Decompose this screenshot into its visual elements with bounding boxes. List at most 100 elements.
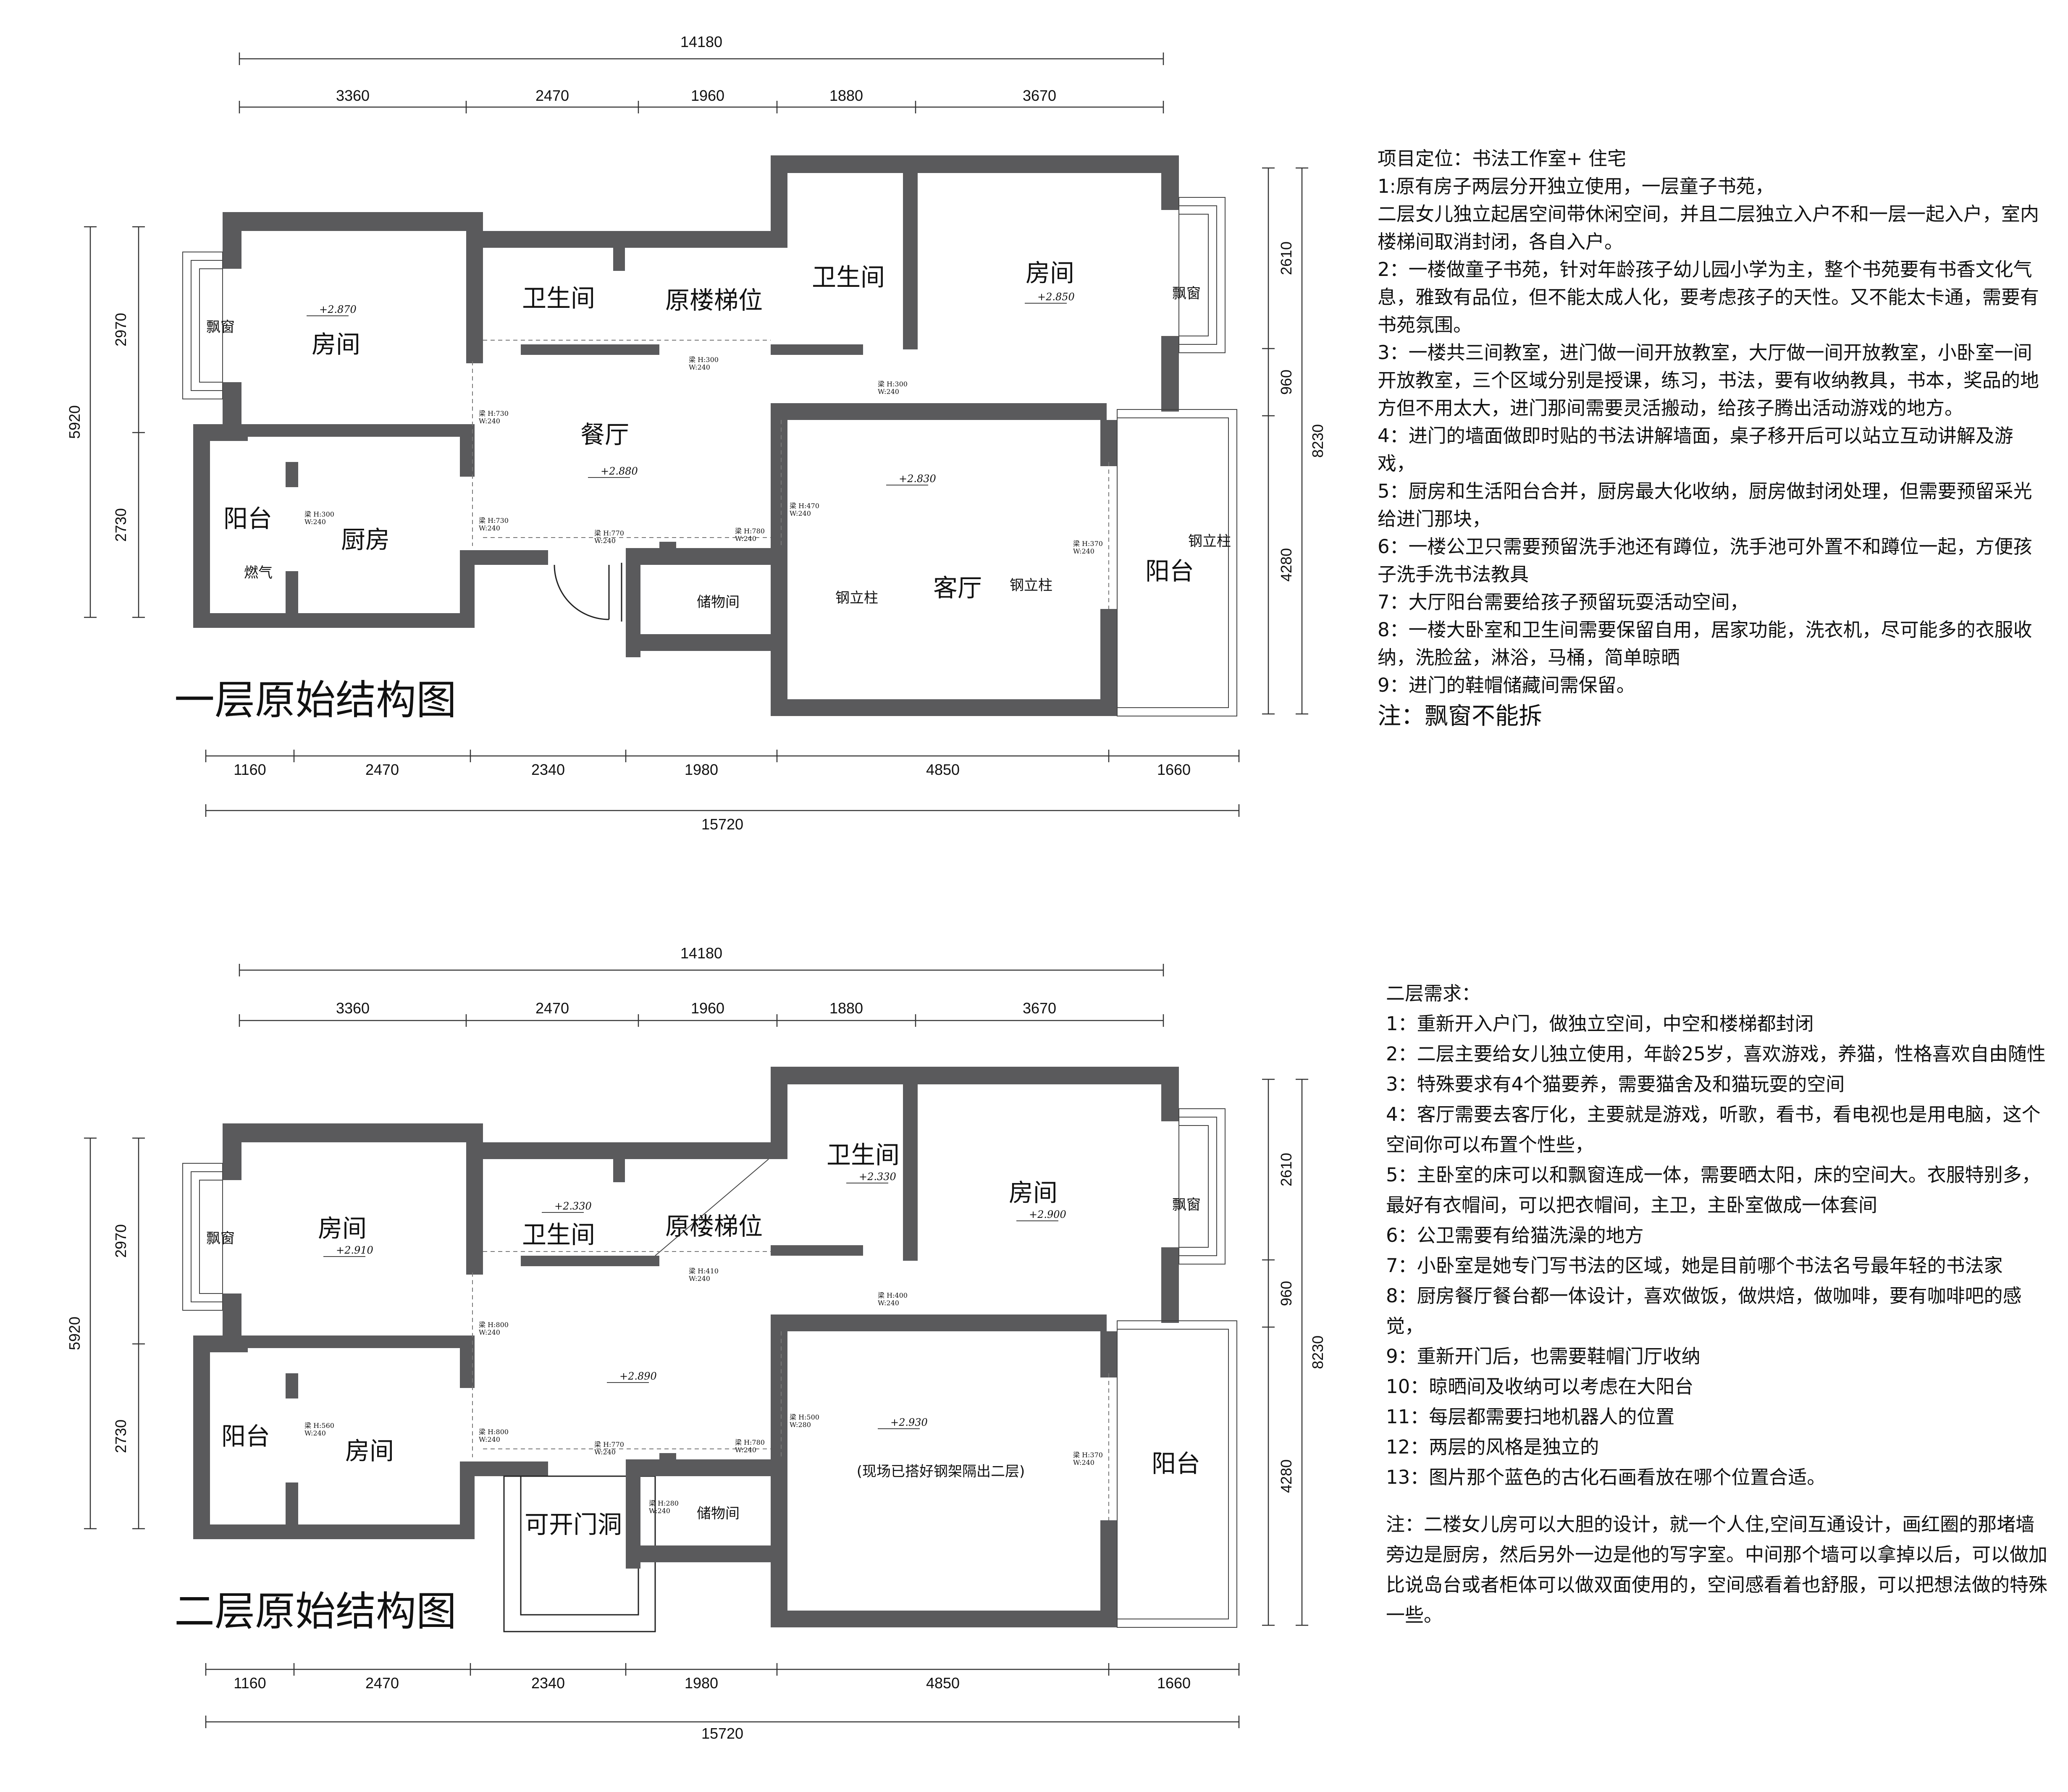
floor1-room-right: 房间 — [1026, 259, 1074, 287]
floor1-level-room-left: +2.870 — [319, 304, 357, 315]
floor2-balcony-right: 阳台 — [1152, 1449, 1200, 1478]
notes2-footer: 注：二楼女儿房可以大胆的设计，就一个人住,空间互通设计，画红圈的那堵墙旁边是厨房… — [1386, 1513, 2048, 1626]
floor1-dim-bottom-2: 2470 — [365, 761, 399, 778]
floor2-level-room-left: +2.910 — [336, 1244, 373, 1256]
floor1-bay-left: 飘窗 — [206, 319, 235, 336]
floor1-dim-top-3: 1960 — [691, 87, 724, 104]
floor1-dim-top-2: 2470 — [535, 87, 569, 104]
floor2-bath-mid: 卫生间 — [522, 1220, 595, 1249]
notes1-line: 7：大厅阳台需要给孩子预留玩耍活动空间， — [1378, 591, 1749, 613]
floor2-balcony-left: 阳台 — [221, 1422, 270, 1451]
floor2-room-right: 房间 — [1009, 1178, 1058, 1207]
floor1-living: 客厅 — [933, 574, 982, 602]
floor1-dims-top: 14180 3360 2470 1960 1880 3670 — [239, 33, 1164, 113]
floor1-dim-left-total: 5920 — [66, 405, 83, 439]
floor2-dim-left-1: 2970 — [112, 1224, 129, 1258]
floor1-balcony-right: 阳台 — [1145, 557, 1194, 585]
floor1-bay-right: 飘窗 — [1172, 285, 1201, 302]
floor1-dim-top-4: 1880 — [829, 87, 863, 104]
floor1-dim-right-1: 2610 — [1278, 241, 1295, 275]
floor2-dim-bottom-4: 1980 — [685, 1674, 718, 1692]
floor2-bath-right: 卫生间 — [827, 1141, 900, 1169]
floor2-dim-top-1: 3360 — [336, 1000, 370, 1017]
floor2-dim-bottom-5: 4850 — [926, 1674, 960, 1692]
notes1-line: 9：进门的鞋帽储藏间需保留。 — [1378, 674, 1635, 696]
floor2-title: 二层原始结构图 — [174, 1588, 457, 1635]
floor1-title: 一层原始结构图 — [174, 677, 457, 724]
notes2-line: 10：晾晒间及收纳可以考虑在大阳台 — [1386, 1375, 1694, 1398]
floor1-walls — [182, 155, 1237, 716]
floor2-notes: 二层需求： 1：重新开入户门，做独立空间，中空和楼梯都封闭 2：二层主要给女儿独… — [1386, 979, 2050, 1630]
notes1-line: 5：厨房和生活阳台合并，厨房最大化收纳，厨房做封闭处理，但需要预留采光给进门那块… — [1378, 480, 2032, 530]
floor1-steel-col-1: 钢立柱 — [835, 590, 878, 606]
floor1-dim-bottom-3: 2340 — [531, 761, 565, 778]
floor2-storage: 储物间 — [697, 1505, 740, 1522]
floor1-dim-right-2: 960 — [1278, 370, 1295, 395]
floor1-dim-top-1: 3360 — [336, 87, 370, 104]
floor2-dims-left: 5920 2970 2730 — [66, 1137, 145, 1530]
floor2-dim-top-5: 3670 — [1023, 1000, 1056, 1017]
notes1-line: 6：一楼公卫只需要预留洗手池还有蹲位，洗手池可外置不和蹲位一起，方便孩子洗手洗书… — [1378, 535, 2032, 585]
floor1-dim-top-total: 14180 — [680, 33, 722, 50]
floor2-dim-bottom-2: 2470 — [365, 1674, 399, 1692]
floor2-bay-left: 飘窗 — [206, 1230, 235, 1247]
floor2-level-dining: +2.890 — [619, 1370, 657, 1382]
notes1-warning: 注：飘窗不能拆 — [1378, 703, 1542, 730]
floor2-dim-top-2: 2470 — [535, 1000, 569, 1017]
floor1-dim-left-2: 2730 — [112, 508, 129, 542]
floor2-dim-left-2: 2730 — [112, 1419, 129, 1453]
floor2-level-bath-mid: +2.330 — [554, 1200, 592, 1212]
floor2-dim-top-3: 1960 — [691, 1000, 724, 1017]
floor1-dims-bottom: 1160 2470 2340 1980 4850 1660 15720 — [205, 750, 1240, 833]
floor2-dim-bottom-6: 1660 — [1157, 1674, 1191, 1692]
floor2-room-left: 房间 — [318, 1214, 367, 1243]
floor2-dim-bottom-1: 1160 — [234, 1674, 266, 1692]
floor1-storage: 储物间 — [697, 594, 740, 611]
floor1-level-dining: +2.880 — [601, 465, 638, 477]
floor1-plan: 14180 3360 2470 1960 1880 3670 5920 2970… — [66, 33, 1326, 833]
notes1-line: 3：一楼共三间教室，进门做一间开放教室，大厅做一间开放教室，小卧室一间开放教室，… — [1378, 341, 2039, 419]
notes1-line: 项目定位：书法工作室+ 住宅 — [1378, 147, 1627, 170]
floor1-bath-mid: 卫生间 — [522, 284, 595, 312]
floor2-dim-top-total: 14180 — [680, 945, 722, 962]
notes1-line: 1:原有房子两层分开独立使用，一层童子书苑， — [1378, 175, 1774, 197]
floor1-dim-bottom-1: 1160 — [234, 761, 266, 778]
floor2-dim-bottom-total: 15720 — [701, 1725, 743, 1742]
floor2-dims-bottom: 1160 2470 2340 1980 4850 1660 15720 — [205, 1663, 1240, 1742]
floor1-dim-bottom-4: 1980 — [685, 761, 718, 778]
notes1-line: 2：一楼做童子书苑，针对年龄孩子幼儿园小学为主，整个书苑要有书香文化气息，雅致有… — [1378, 258, 2039, 336]
floor1-kitchen: 厨房 — [341, 525, 390, 554]
notes1-line: 8：一楼大卧室和卫生间需要保留自用，居家功能，洗衣机，尽可能多的衣服收纳，洗脸盆… — [1378, 619, 2032, 669]
floor1-level-room-right: +2.850 — [1037, 291, 1075, 303]
floor1-notes: 项目定位：书法工作室+ 住宅 1:原有房子两层分开独立使用，一层童子书苑， 二层… — [1378, 145, 2041, 734]
notes1-line: 二层女儿独立起居空间带休闲空间，并且二层独立入户不和一层一起入户，室内楼梯间取消… — [1378, 203, 2039, 253]
floor1-dim-right-3: 4280 — [1278, 548, 1295, 582]
notes2-line: 2：二层主要给女儿独立使用，年龄25岁，喜欢游戏，养猫，性格喜欢自由随性 — [1386, 1043, 2046, 1065]
floor1-dining: 餐厅 — [580, 420, 629, 449]
floor1-dims-left: 5920 2970 2730 — [66, 226, 145, 618]
floor1-dim-bottom-5: 4850 — [926, 761, 960, 778]
notes2-line: 7：小卧室是她专门写书法的区域，她是目前哪个书法名号最年轻的书法家 — [1386, 1254, 2003, 1277]
floor2-dim-left-total: 5920 — [66, 1317, 83, 1350]
floor2-living-note: (现场已搭好钢架隔出二层) — [857, 1463, 1025, 1480]
floor1-steel-col-3: 钢立柱 — [1188, 533, 1231, 550]
notes2-line: 6：公卫需要有给猫洗澡的地方 — [1386, 1224, 1644, 1246]
floor1-room-labels: 飘窗 房间 卫生间 原楼梯位 卫生间 房间 飘窗 餐厅 阳台 厨房 燃气 储物间… — [206, 259, 1231, 611]
floor2-dim-right-1: 2610 — [1278, 1153, 1295, 1186]
